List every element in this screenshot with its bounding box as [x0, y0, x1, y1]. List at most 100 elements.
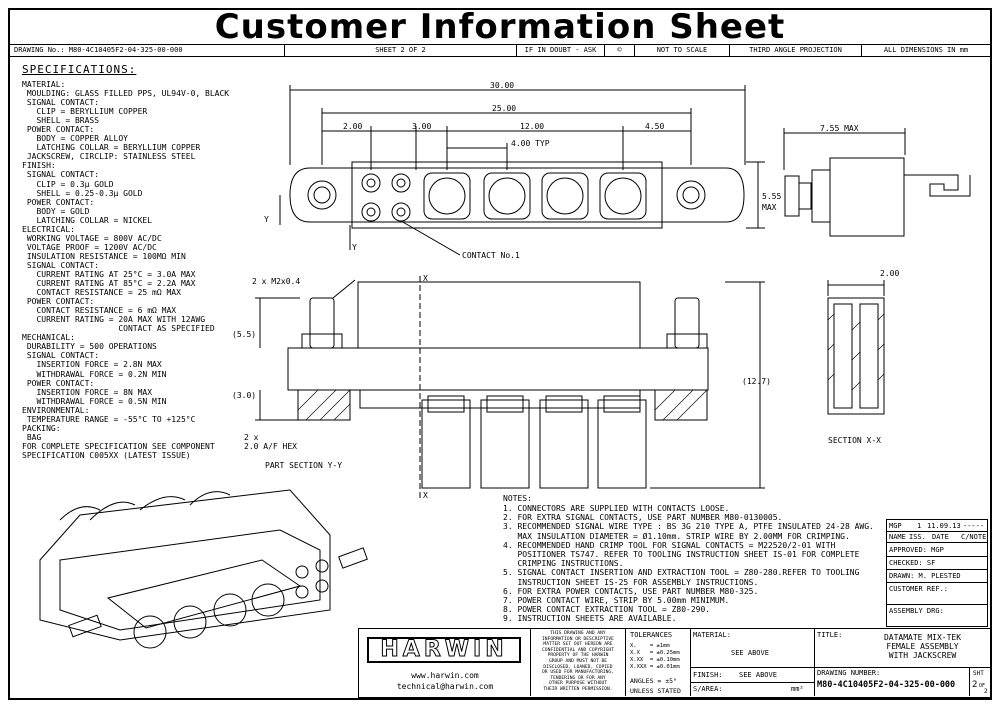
front-view-flange [289, 167, 745, 223]
unless-stated: UNLESS STATED [630, 687, 681, 695]
spec-line: INSERTION FORCE = 2.8N MAX [22, 360, 162, 370]
spec-line: SPECIFICATION C005XX (LATEST ISSUE) [22, 450, 191, 460]
logo-area: HARWIN www.harwin.com technical@harwin.c… [359, 629, 531, 696]
jackscrew-section-right [674, 297, 700, 349]
header-strip: DRAWING No.: M80-4C10405F2-04-325-00-000… [10, 44, 990, 57]
rev-initials: MGP [889, 522, 902, 530]
part-section-label: PART SECTION Y-Y [265, 461, 342, 470]
section-x-bottom: X [423, 491, 428, 500]
note-line: 7. POWER CONTACT WIRE, STRIP BY 5.00mm M… [503, 596, 730, 606]
disclaimer-line: MATTER SET OUT HEREON ARE [543, 642, 613, 648]
note-line: 9. INSTRUCTION SHEETS ARE AVAILABLE. [503, 614, 677, 624]
spec-line: ENVIRONMENTAL: [22, 405, 90, 415]
spec-line: MATERIAL: [22, 80, 66, 89]
side-view-housing [829, 157, 905, 237]
isometric-view [39, 489, 368, 649]
spec-line: DURABILITY = 500 OPERATIONS [22, 342, 157, 352]
spec-line: SIGNAL CONTACT: [22, 170, 100, 180]
of-label: OF [979, 683, 986, 689]
spec-line: POWER CONTACT: [22, 197, 95, 207]
spec-line: POWER CONTACT: [22, 297, 95, 307]
sarea-unit: mm² [791, 685, 804, 693]
spec-line: TEMPERATURE RANGE = -55°C TO +125°C [22, 414, 196, 424]
finish-value: SEE ABOVE [739, 671, 777, 679]
section-xx-body [827, 297, 885, 415]
rev-customer-ref: CUSTOMER REF.: [889, 585, 949, 593]
spec-line: ELECTRICAL: [22, 224, 75, 234]
spec-line: LATCHING COLLAR = NICKEL [22, 215, 153, 225]
copyright-cell: © [605, 45, 635, 56]
spec-line: VOLTAGE PROOF = 1200V AC/DC [22, 242, 157, 252]
rev-cno: ----- [963, 522, 985, 530]
spec-line: FOR COMPLETE SPECIFICATION SEE COMPONENT [22, 441, 215, 451]
title-line: WITH JACKSCREW [888, 651, 957, 660]
disclaimer-line: OR USED FOR MANUFACTURING, [542, 670, 614, 676]
disclaimer-line: TENDERING OR FOR ANY [550, 675, 606, 681]
dim-25: 25.00 [492, 104, 516, 113]
note-line: 5. SIGNAL CONTACT INSERTION AND EXTRACTI… [503, 568, 860, 578]
sheet-number: SHT 2 OF 2 [969, 667, 990, 696]
sht-label: SHT [973, 670, 984, 677]
note-line: 8. POWER CONTACT EXTRACTION TOOL = Z80-2… [503, 605, 711, 615]
note-line: MAX INSULATION DIAMETER = Ø1.10mm. STRIP… [503, 531, 850, 541]
material-label: MATERIAL: [693, 631, 731, 639]
signal-contact-icon [361, 173, 381, 193]
spec-line: SIGNAL CONTACT: [22, 260, 100, 270]
rev-col-iss: ISS. [909, 533, 926, 541]
note-line: 3. RECOMMENDED SIGNAL WIRE TYPE : BS 3G … [503, 522, 874, 532]
jackscrew-right-icon [676, 180, 706, 210]
spec-line: CONTACT AS SPECIFIED [22, 324, 215, 334]
tolerance-line: X.XXX = ±0.01mm [630, 664, 680, 670]
note-line: INSTRUCTION SHEET IS-25 FOR ASSEMBLY INS… [503, 577, 759, 587]
spec-line: MOULDING: GLASS FILLED PPS, UL94V-0, BLA… [22, 89, 230, 99]
specifications-list: MATERIAL: MOULDING: GLASS FILLED PPS, UL… [22, 80, 272, 460]
spec-line: CLIP = BERYLLIUM COPPER [22, 107, 148, 117]
title-block: HARWIN www.harwin.com technical@harwin.c… [358, 628, 992, 698]
disclaimer-line: THIS DRAWING AND ANY [550, 631, 606, 636]
sarea-label: S/AREA: [693, 685, 723, 693]
dim-hex: 2.0 A/F HEX [244, 442, 297, 451]
note-line: POSITIONER TS747. REFER TO TOOLING INSTR… [503, 550, 860, 560]
drawing-no-cell: DRAWING No.: M80-4C10405F2-04-325-00-000 [10, 45, 285, 56]
rev-assembly-drg: ASSEMBLY DRG: [889, 607, 944, 615]
spec-line: POWER CONTACT: [22, 125, 95, 135]
note-line: 4. RECOMMENDED HAND CRIMP TOOL FOR SIGNA… [503, 540, 836, 550]
note-line: 2. FOR EXTRA SIGNAL CONTACTS, USE PART N… [503, 513, 783, 523]
note-line: CRIMPING INSTRUCTIONS. [503, 559, 624, 569]
dim-4-typ: 4.00 TYP [511, 139, 550, 148]
rev-col-name: NAME [889, 533, 906, 541]
page-title: Customer Information Sheet [214, 7, 786, 47]
tolerance-line: X.X = ±0.25mm [630, 650, 680, 656]
notes-heading: NOTES: [503, 494, 532, 503]
spec-line: CONTACT RESISTANCE = 6 mΩ MAX [22, 306, 177, 316]
spec-line: BODY = GOLD [22, 206, 90, 216]
projection-cell: THIRD ANGLE PROJECTION [730, 45, 862, 56]
section-view-body [287, 347, 709, 391]
spec-line: SHELL = 0.25-0.3µ GOLD [22, 188, 143, 198]
spec-line: FINISH: [22, 161, 56, 171]
title-line: DATAMATE MIX-TEK [883, 633, 962, 642]
dim-5-55: 5.55 [762, 192, 781, 201]
harwin-logo: HARWIN [367, 637, 521, 663]
spec-line: WORKING VOLTAGE = 800V AC/DC [22, 233, 162, 243]
not-to-scale-cell: NOT TO SCALE [635, 45, 730, 56]
spec-line: CLIP = 0.3µ GOLD [22, 179, 114, 189]
disclaimer-line: GROUP AND MUST NOT BE [548, 658, 608, 664]
disclaimer-line: INFORMATION OR DESCRIPTIVE [542, 636, 614, 642]
disclaimer-line: THEIR WRITTEN PERMISSION. [543, 686, 613, 692]
jackscrew-left-icon [307, 180, 337, 210]
spec-line: JACKSCREW, CIRCLIP: STAINLESS STEEL [22, 152, 196, 162]
rev-checked: CHECKED: SF [889, 559, 936, 567]
drawing-sheet-border [8, 8, 992, 700]
rev-col-cno: C/NOTE [961, 533, 987, 541]
spec-line: SIGNAL CONTACT: [22, 98, 100, 108]
of-value: 2 [984, 688, 988, 695]
material-area: MATERIAL: SEE ABOVE FINISH: SEE ABOVE S/… [691, 629, 815, 696]
rev-issue: 1 [917, 522, 922, 530]
disclaimer-line: DISCLOSED, LOANED, COPIED [543, 664, 613, 670]
spec-line: MECHANICAL: [22, 333, 75, 343]
power-contact-icon [423, 172, 471, 220]
